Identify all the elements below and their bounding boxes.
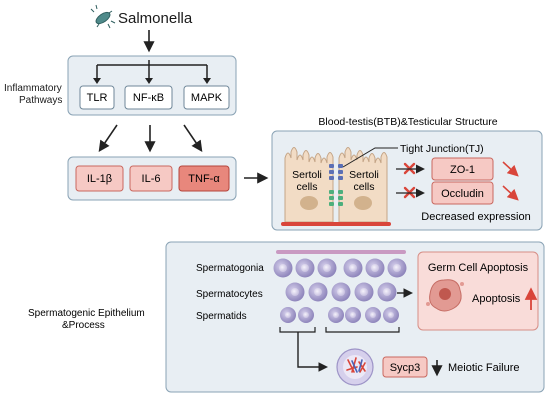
pathogen-name: Salmonella <box>118 10 193 27</box>
pathway-label-nfkb: NF-κB <box>133 92 164 104</box>
inflammatory-label: Inflammatory <box>4 83 62 94</box>
cytokine-box-tnfa <box>178 165 230 192</box>
marker-box-sycp3 <box>382 356 428 378</box>
marker-label-sycp3: Sycp3 <box>390 362 421 374</box>
stage-label-spermatocytes: Spermatocytes <box>196 289 263 300</box>
tight-junction-label: Tight Junction(TJ) <box>400 143 484 155</box>
tight-junction-leader <box>342 147 398 168</box>
btb-title: Blood-testis(BTB)&Testicular Structure <box>318 116 497 128</box>
pathway-box-tlr <box>79 85 115 110</box>
stage-label-spermatogonia: Spermatogonia <box>196 263 264 274</box>
decrease-arrow-icon <box>502 161 519 177</box>
cytokine-label-il1b: IL-1β <box>87 173 112 185</box>
spermatogenic-label: Spermatogenic Epithelium <box>28 308 145 319</box>
spermatid-cells <box>280 307 399 323</box>
pathways-label: Pathways <box>19 95 62 106</box>
pathway-label-tlr: TLR <box>87 92 108 104</box>
cytokine-box-il1b <box>75 165 124 192</box>
arrow-pathways-to-tnfa <box>183 124 203 152</box>
sertoli-right-label-2: cells <box>353 181 374 193</box>
sertoli-right-label-1: Sertoli <box>349 169 379 181</box>
meiotic-failure-label: Meiotic Failure <box>448 362 520 374</box>
protein-label-occludin: Occludin <box>441 188 484 200</box>
protein-box-occludin <box>431 181 494 205</box>
decrease-arrow-icon <box>502 185 519 201</box>
protein-label-zo1: ZO-1 <box>450 164 475 176</box>
spermatocyte-cells <box>285 282 397 302</box>
cytokine-label-tnfa: TNF-α <box>188 173 220 185</box>
apoptosis-label: Apoptosis <box>472 293 521 305</box>
meiotic-cell-icon <box>336 348 374 386</box>
arrow-pathways-to-il1b <box>98 124 118 152</box>
apoptotic-cell-icon <box>426 279 464 312</box>
arrow-to-meiosis-cell <box>297 332 329 372</box>
spermatogenic-process-label: &Process <box>62 320 105 331</box>
stage-label-spermatids: Spermatids <box>196 311 247 322</box>
pathway-box-mapk <box>183 85 230 110</box>
spermatogonia-cells <box>273 258 407 278</box>
pathway-box-nfkb <box>124 85 173 110</box>
apoptosis-title: Germ Cell Apoptosis <box>428 262 529 274</box>
bacteria-icon <box>90 4 116 29</box>
expression-note: Decreased expression <box>421 211 530 223</box>
pathway-label-mapk: MAPK <box>191 92 223 104</box>
sertoli-left-label-2: cells <box>296 181 317 193</box>
spermatid-bracket-right <box>325 327 400 333</box>
protein-box-zo1 <box>431 157 494 181</box>
pathway-branch-connector <box>96 60 208 81</box>
tight-junction-icon <box>329 164 343 206</box>
sertoli-left-label-1: Sertoli <box>292 169 322 181</box>
basement-membrane <box>276 250 406 254</box>
sertoli-cells-illustration <box>281 147 391 226</box>
cytokine-box-il6 <box>129 165 173 192</box>
cytokine-label-il6: IL-6 <box>142 173 161 185</box>
